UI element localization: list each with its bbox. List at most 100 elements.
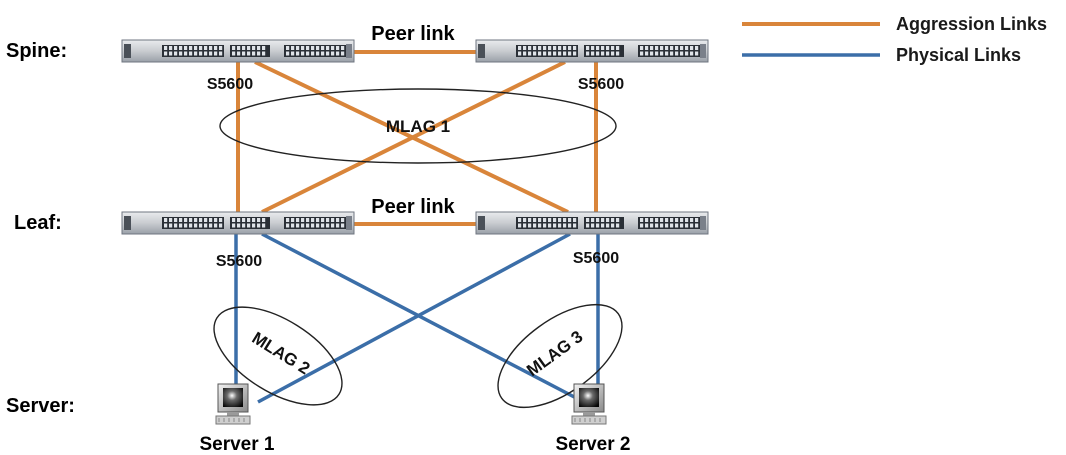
- switch-port: [655, 46, 659, 50]
- switch-port: [326, 223, 330, 228]
- switch-port: [291, 46, 295, 50]
- switch-port: [645, 223, 649, 228]
- switch-port: [655, 51, 659, 56]
- switch-port: [296, 46, 300, 50]
- switch-port: [194, 218, 198, 222]
- switch-port: [645, 46, 649, 50]
- switch-port: [219, 223, 223, 228]
- switch-port: [316, 223, 320, 228]
- switch-port: [596, 51, 600, 56]
- switch-port-block: [284, 45, 346, 57]
- switch-port: [586, 46, 590, 50]
- switch-port: [341, 51, 345, 56]
- switch-port: [645, 218, 649, 222]
- switch-port: [257, 46, 261, 50]
- switch-port: [611, 46, 615, 50]
- switch-port: [586, 218, 590, 222]
- link-spineR-leafL: [261, 60, 566, 214]
- switch-port: [296, 223, 300, 228]
- switch-port: [685, 218, 689, 222]
- switch-port: [558, 51, 562, 56]
- switch-port: [606, 46, 610, 50]
- switch-port: [533, 218, 537, 222]
- switch-port: [675, 51, 679, 56]
- switch-port-block: [162, 217, 224, 229]
- switch-port: [528, 46, 532, 50]
- switch-ear: [124, 216, 131, 230]
- switch-port: [306, 46, 310, 50]
- switch-port: [573, 223, 577, 228]
- switch-port: [645, 51, 649, 56]
- tier-label-server: Server:: [6, 395, 75, 417]
- switch-port: [199, 51, 203, 56]
- server-1-computer-icon: [215, 383, 251, 425]
- switch-port: [311, 51, 315, 56]
- switch-port: [616, 46, 620, 50]
- switch-port-block: [638, 217, 700, 229]
- switch-port: [601, 51, 605, 56]
- switch-port: [341, 46, 345, 50]
- spine-left-switch-icon: [121, 39, 355, 63]
- switch-port: [591, 218, 595, 222]
- monitor-screen: [579, 388, 599, 407]
- switch-port: [179, 46, 183, 50]
- switch-port: [296, 218, 300, 222]
- switch-port: [690, 51, 694, 56]
- switch-port: [247, 223, 251, 228]
- switch-port: [675, 46, 679, 50]
- switch-port: [189, 46, 193, 50]
- switch-port: [660, 51, 664, 56]
- switch-port: [214, 218, 218, 222]
- switch-port: [242, 51, 246, 56]
- switch-port: [336, 51, 340, 56]
- switch-port: [675, 218, 679, 222]
- mlag-2-label: MLAG 2: [249, 328, 314, 378]
- switch-port: [528, 51, 532, 56]
- switch-ear: [346, 44, 352, 58]
- switch-port: [262, 46, 266, 50]
- switch-port: [586, 223, 590, 228]
- switch-port: [670, 51, 674, 56]
- switch-port: [591, 46, 595, 50]
- leaf-right-switch-icon: [475, 211, 709, 235]
- switch-port: [523, 218, 527, 222]
- switch-port: [174, 223, 178, 228]
- switch-port: [591, 223, 595, 228]
- switch-port: [184, 46, 188, 50]
- switch-port: [252, 51, 256, 56]
- switch-port: [209, 218, 213, 222]
- switch-port: [640, 51, 644, 56]
- switch-port: [326, 218, 330, 222]
- switch-port: [257, 223, 261, 228]
- switch-port: [548, 51, 552, 56]
- switch-port: [189, 51, 193, 56]
- switch-ear: [478, 216, 485, 230]
- switch-port: [655, 218, 659, 222]
- switch-port: [563, 218, 567, 222]
- switch-port: [548, 218, 552, 222]
- switch-port: [685, 46, 689, 50]
- switch-port: [232, 223, 236, 228]
- switch-port: [174, 218, 178, 222]
- switch-port-block: [516, 45, 578, 57]
- switch-port: [695, 51, 699, 56]
- switch-port: [660, 223, 664, 228]
- switch-port: [563, 223, 567, 228]
- switch-port: [189, 223, 193, 228]
- switch-port: [650, 51, 654, 56]
- switch-port: [670, 218, 674, 222]
- switch-port: [675, 223, 679, 228]
- switch-port: [237, 223, 241, 228]
- switch-port: [523, 46, 527, 50]
- switch-port: [523, 51, 527, 56]
- monitor-stand: [227, 412, 239, 416]
- switch-port: [257, 218, 261, 222]
- switch-port: [301, 51, 305, 56]
- monitor-screen: [223, 388, 243, 407]
- switch-port: [611, 51, 615, 56]
- switch-port: [670, 46, 674, 50]
- switch-port: [316, 218, 320, 222]
- switch-ear: [478, 44, 485, 58]
- switch-port: [247, 218, 251, 222]
- switch-port: [164, 51, 168, 56]
